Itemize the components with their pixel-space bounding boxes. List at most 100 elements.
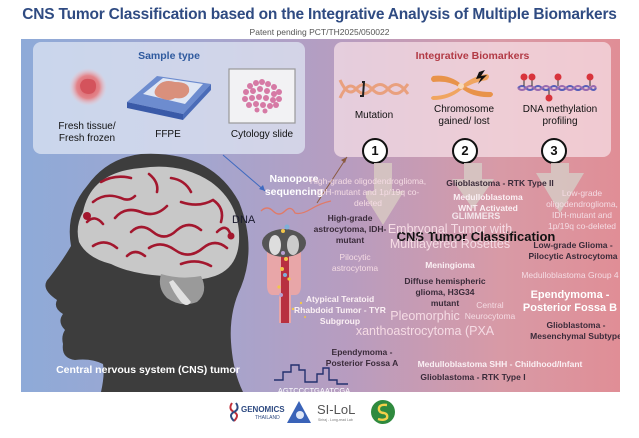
chromosome-icon [431, 70, 493, 100]
arrow-down-icon [366, 163, 404, 225]
head-silhouette [45, 153, 249, 392]
tumor-type-label: Medulloblastoma Group 4 [520, 270, 620, 281]
tumor-type-line: High-grade [327, 213, 373, 223]
tumor-type-line: IDH-mutant and [552, 210, 612, 220]
diagram-panel: Sample type Fresh tissue/Fresh frozen FF… [21, 39, 620, 392]
tumor-type-label: High-grade oligodendroglioma,IDH-mutant … [288, 176, 448, 209]
tumor-type-line: xanthoastrocytoma (PXA [355, 324, 495, 338]
logo-bar: GENOMICS THAILAND SI-LoL Siriraj - Long-… [0, 398, 639, 434]
tumor-type-line: Rhabdoid Tumor - TYR [294, 305, 386, 315]
tumor-type-line: Subgroup [319, 316, 361, 326]
tissue-icon [69, 68, 107, 106]
tumor-type-label: Ependymoma -Posterior Fossa A [322, 347, 402, 369]
tumor-type-line: Ependymoma - [331, 347, 393, 357]
cytology-label: Cytology slide [230, 129, 294, 140]
sample-type-title: Sample type [138, 50, 200, 62]
tumor-type-line: 1p/19q co-deleted [547, 221, 617, 231]
dna-label: DNA [232, 214, 256, 226]
classification-title: CNS Tumor Classification [396, 229, 556, 244]
tumor-type-line: Mesenchymal Subtype [530, 331, 620, 341]
tumor-type-line: Medulloblastoma SHH - Childhood/Infant [417, 359, 583, 369]
tumor-type-line: mutant [430, 298, 460, 308]
brain-vessels-icon [85, 172, 233, 268]
triangle-logo [287, 401, 311, 423]
ffpe-block-icon [127, 76, 211, 120]
tumor-type-line: Central [476, 300, 504, 310]
tumor-type-line: glioma, H3G34 [415, 287, 475, 297]
tumor-type-line: Posterior Fossa B [522, 302, 618, 314]
tumor-type-line: deleted [354, 198, 382, 208]
step-2-badge: 2 [452, 138, 478, 164]
tumor-type-line: Meningioma [425, 260, 475, 270]
tumor-type-line: Glioblastoma - RTK Type I [420, 372, 526, 382]
tumor-type-line: Pilocytic Astrocytoma [528, 251, 618, 261]
tumor-type-line: Neurocytoma [464, 311, 516, 321]
tumor-type-line: Ependymoma - [530, 289, 610, 301]
tumor-type-label: Glioblastoma - RTK Type II [440, 178, 560, 189]
arrow-down-icon [536, 163, 584, 213]
tumor-type-line: astrocytoma, IDH- [313, 224, 387, 234]
tumor-type-line: Glioblastoma - [546, 320, 606, 330]
page-title: CNS Tumor Classification based on the In… [22, 6, 617, 23]
integrative-biomarkers-box: Integrative Biomarkers Mutation 1 Chromo… [334, 42, 611, 164]
tumor-type-line: IDH-mutant and 1p/19q co- [316, 187, 420, 197]
sequencing-arrows [222, 154, 348, 204]
tumor-type-line: High-grade oligodendroglioma, [309, 176, 427, 186]
tumor-type-line: Pleomorphic [390, 309, 460, 323]
tumor-type-line: Diffuse hemispheric [404, 276, 486, 286]
svg-text:GENOMICS: GENOMICS [241, 405, 285, 414]
flow-arrows [366, 163, 584, 225]
tumor-type-line: Low-grade [561, 188, 603, 198]
svg-text:Siriraj - Long-read Lab: Siriraj - Long-read Lab [318, 418, 353, 422]
patent-subtitle: Patent pending PCT/TH2025/050022 [249, 27, 390, 37]
mutation-label: Mutation [354, 110, 394, 121]
tumor-type-line: Atypical Teratoid [305, 294, 375, 304]
tumor-type-label: Glioblastoma - RTK Type I [408, 372, 538, 383]
genomics-thailand-logo: GENOMICS THAILAND [229, 402, 285, 422]
svg-text:THAILAND: THAILAND [255, 415, 280, 421]
tumor-type-line: Medulloblastoma Group 4 [521, 270, 619, 280]
s-logo [371, 400, 395, 424]
step-3-badge: 3 [541, 138, 567, 164]
biomarkers-title: Integrative Biomarkers [415, 50, 530, 62]
tumor-type-line: WNT Activated [458, 203, 518, 213]
dna-mutation-icon [338, 79, 410, 99]
dna-methylation-icon [517, 73, 597, 102]
tumor-type-label: Low-grade Glioma -Pilocytic Astrocytoma [518, 240, 620, 262]
sample-type-box: Sample type Fresh tissue/Fresh frozen FF… [33, 42, 305, 154]
nanopore-icon [260, 200, 332, 323]
tumor-type-line: Medulloblastoma [453, 192, 523, 202]
tumor-type-line: Glioblastoma - RTK Type II [446, 178, 554, 188]
tumor-type-line: Multilayered Rosettes [389, 237, 511, 251]
svg-text:SI-LoL: SI-LoL [317, 402, 355, 417]
tumor-type-line: Posterior Fossa A [325, 358, 399, 368]
ffpe-label: FFPE [155, 129, 181, 140]
fresh-tissue-label: Fresh tissue/Fresh frozen [58, 121, 116, 144]
tumor-type-label: Meningioma [410, 260, 490, 271]
tumor-type-label: Ependymoma -Posterior Fossa B [520, 289, 620, 315]
tumor-type-line: oligodendroglioma, [546, 199, 618, 209]
glimmers-label: GLIMMERS [451, 211, 501, 221]
cytology-slide-icon [228, 68, 296, 124]
tumor-type-line: astrocytoma [331, 263, 379, 273]
dna-sequence: AGTCCCTGAATCGA [277, 386, 351, 392]
tumor-type-line: Pilocytic [339, 252, 371, 262]
head-caption: Central nervous system (CNS) tumor [56, 364, 240, 376]
tumor-type-line: Low-grade Glioma - [533, 240, 613, 250]
si-lol-logo: SI-LoL Siriraj - Long-read Lab [317, 402, 355, 422]
tumor-type-label: Glioblastoma -Mesenchymal Subtype [526, 320, 620, 342]
tumor-type-line: mutant [335, 235, 365, 245]
tumor-type-label: Medulloblastoma SHH - Childhood/Infant [405, 359, 595, 370]
